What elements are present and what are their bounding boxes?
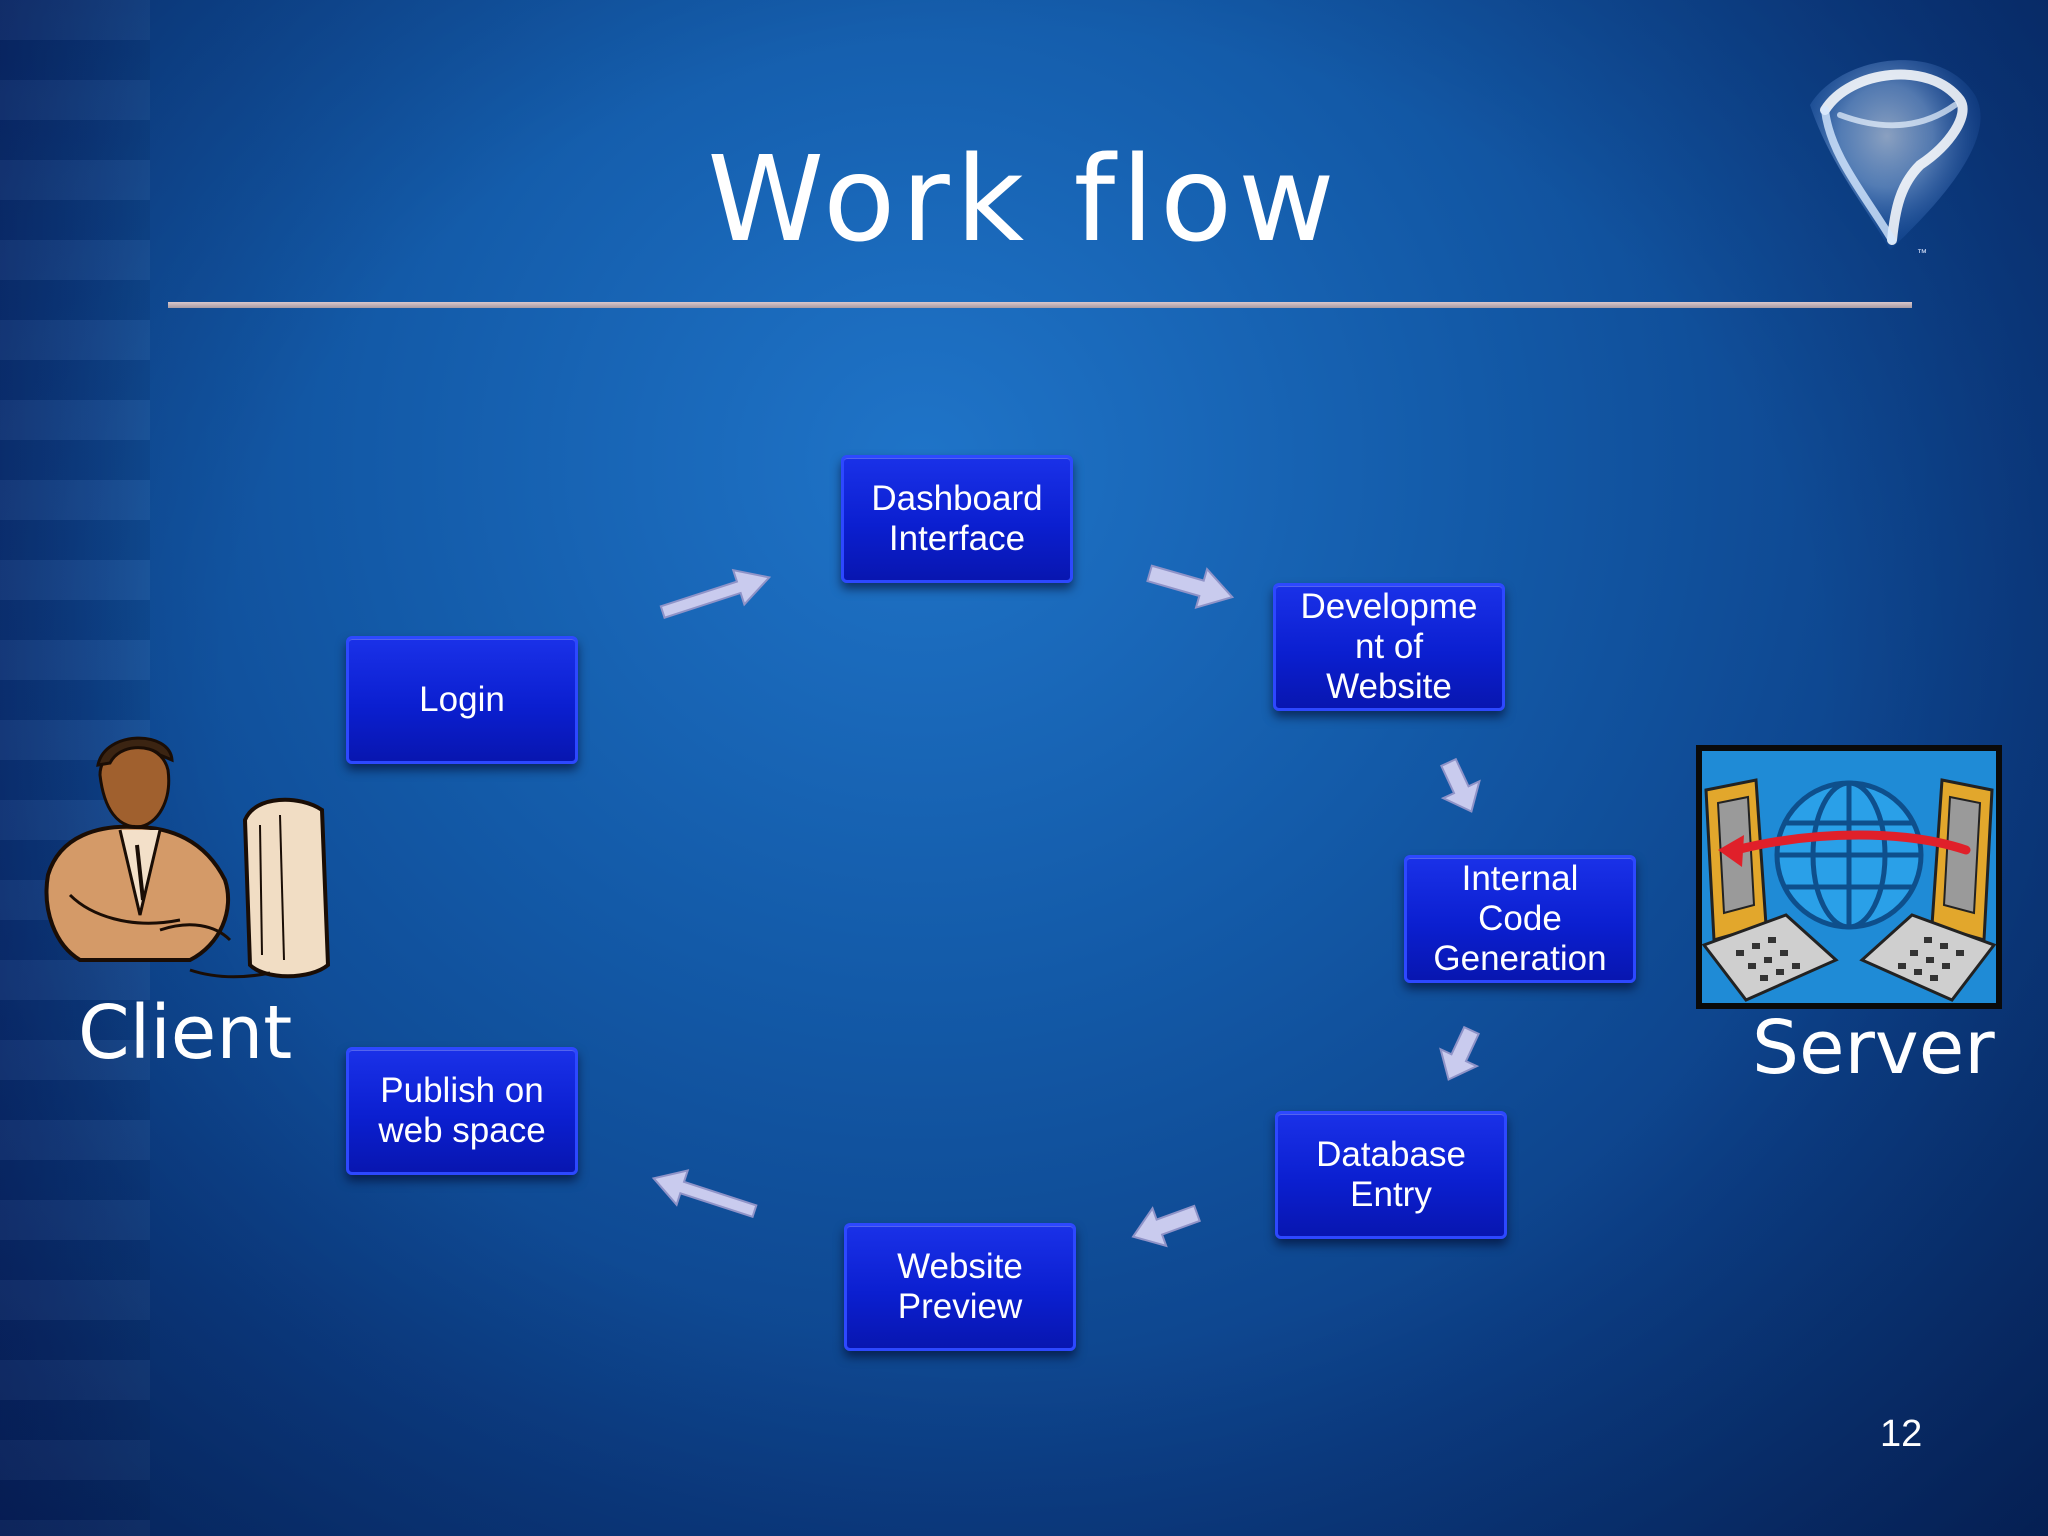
page-title: Work flow [707, 130, 1341, 268]
silverlight-logo-icon [1810, 60, 1981, 251]
trademark-mark: ™ [1917, 248, 1927, 259]
node-publish-label: Publish on web space [378, 1071, 546, 1150]
person-at-computer-icon [44, 736, 331, 979]
computers-exchange-globe-icon [1696, 745, 2002, 1009]
arrow-code-generation-to-database [1439, 1025, 1480, 1081]
page-number: 12 [1880, 1413, 1923, 1455]
node-login: Login [346, 636, 578, 764]
node-dashboard-interface: Dashboard Interface [841, 455, 1073, 583]
arrow-login-to-dashboard [659, 568, 772, 619]
node-internal-code-generation: Internal Code Generation [1404, 855, 1636, 983]
arrow-database-to-preview [1131, 1204, 1201, 1248]
node-login-label: Login [419, 680, 505, 719]
node-database-entry: Database Entry [1275, 1111, 1507, 1239]
node-preview-label: Website Preview [897, 1247, 1023, 1326]
node-database-label: Database Entry [1316, 1135, 1466, 1214]
server-label: Server [1752, 1005, 1995, 1091]
node-dashboard-label: Dashboard Interface [871, 479, 1043, 558]
node-development-of-website: Developme nt of Website [1273, 583, 1505, 711]
node-development-label: Developme nt of Website [1300, 587, 1478, 706]
client-label: Client [78, 990, 293, 1076]
arrow-dashboard-to-development [1146, 564, 1235, 609]
title-divider [168, 302, 1912, 308]
arrow-preview-to-publish [651, 1169, 758, 1219]
node-code-generation-label: Internal Code Generation [1433, 859, 1607, 978]
node-website-preview: Website Preview [844, 1223, 1076, 1351]
arrow-development-to-code-generation [1440, 757, 1481, 813]
node-publish-on-web-space: Publish on web space [346, 1047, 578, 1175]
